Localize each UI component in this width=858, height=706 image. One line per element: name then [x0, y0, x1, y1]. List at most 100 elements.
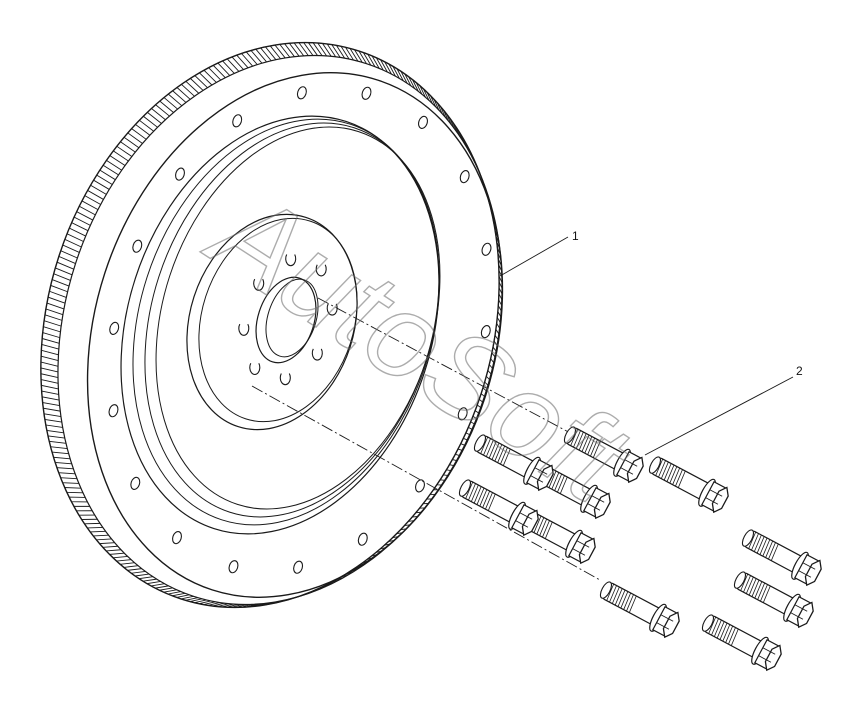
outer-bolt-hole	[232, 114, 243, 128]
gear-tooth	[43, 413, 62, 423]
thread-line	[497, 445, 506, 463]
gear-tooth	[52, 456, 72, 465]
gear-tooth	[40, 378, 59, 390]
gear-tooth	[66, 227, 86, 242]
thread-line	[762, 539, 771, 557]
gear-tooth	[59, 477, 79, 484]
gear-tooth	[71, 216, 91, 232]
thread-line	[551, 472, 560, 490]
gear-tooth	[231, 54, 249, 70]
thread-line	[482, 490, 491, 508]
gear-tooth	[45, 424, 64, 434]
outer-bolt-hole	[175, 167, 185, 181]
gear-tooth	[54, 261, 74, 276]
thread-line	[666, 464, 675, 482]
flywheel	[40, 41, 504, 609]
gear-tooth	[250, 48, 267, 64]
bolt-thread	[740, 573, 771, 603]
thread-line	[748, 578, 757, 596]
bolt-hex-head	[521, 509, 539, 537]
bolt-thread	[708, 616, 739, 646]
thread-line	[554, 473, 563, 491]
thread-line	[548, 470, 557, 488]
thread-line	[581, 434, 590, 452]
thread-line	[623, 592, 632, 610]
bolt	[648, 456, 729, 514]
ring-gear-root	[57, 54, 503, 606]
thread-line	[468, 483, 476, 501]
bolt-tip	[473, 434, 487, 452]
bolt-thread	[465, 481, 496, 511]
bolt-hex-head	[578, 537, 596, 565]
bolt-thread	[606, 583, 637, 613]
gear-tooth	[51, 273, 71, 287]
gear-tooth	[48, 284, 68, 298]
thread-line	[539, 518, 548, 536]
hex-edge	[798, 570, 812, 578]
bolt-thread	[570, 428, 601, 458]
gear-tooth	[316, 42, 332, 57]
bolt-hex-head	[764, 644, 782, 672]
thread-line	[722, 624, 731, 642]
thread-line	[491, 442, 500, 460]
thread-line	[557, 475, 565, 493]
thread-line	[768, 542, 776, 560]
hex-edge	[656, 622, 670, 630]
thread-line	[751, 579, 760, 597]
thread-line	[708, 616, 717, 634]
watermark: AutoSoft	[186, 161, 654, 530]
bolt	[733, 571, 814, 629]
bolt-hex-head	[796, 601, 814, 629]
thread-line	[570, 428, 579, 446]
thread-line	[628, 595, 637, 613]
gear-tooth	[41, 331, 60, 344]
outer-bolt-hole	[130, 476, 141, 490]
gear-tooth	[40, 343, 59, 356]
outer-bolt-hole	[293, 560, 304, 574]
gear-tooth	[87, 184, 107, 200]
flywheel-bolts	[458, 426, 822, 672]
outer-bolt-hole	[457, 407, 468, 421]
thread-line	[658, 460, 666, 478]
bolt	[473, 434, 554, 492]
thread-line	[573, 430, 581, 448]
thread-line	[770, 543, 779, 561]
callout-label-1: 1	[572, 229, 579, 243]
bolt-tip	[648, 456, 662, 474]
gear-tooth	[269, 44, 286, 60]
thread-line	[713, 619, 722, 637]
bolt-tip	[563, 426, 577, 444]
outer-bolt-hole	[296, 86, 307, 100]
thread-line	[542, 520, 550, 538]
thread-line	[719, 622, 728, 640]
gear-tooth	[46, 296, 66, 310]
outer-bolt-hole	[357, 532, 368, 546]
bolt-hex-head	[536, 464, 554, 492]
thread-line	[669, 466, 678, 484]
thread-line	[606, 583, 615, 601]
thread-line	[626, 594, 634, 612]
outer-bolt-hole	[172, 531, 182, 545]
outer-bolt-hole	[132, 239, 143, 253]
hex-edge	[576, 540, 590, 548]
thread-line	[617, 589, 626, 607]
outer-bolt-hole	[415, 479, 425, 493]
thread-line	[756, 536, 765, 554]
thread-line	[660, 461, 669, 479]
gear-tooth	[92, 174, 113, 190]
gear-tooth	[240, 51, 258, 67]
hex-edge	[519, 512, 533, 520]
gear-tooth	[42, 320, 62, 333]
thread-line	[725, 625, 734, 643]
gear-tooth	[307, 42, 323, 56]
callout-2: 2	[644, 364, 803, 456]
thread-line	[487, 493, 496, 511]
bolt	[701, 614, 782, 672]
gear-tooth	[44, 308, 64, 321]
gear-tooth	[105, 155, 126, 171]
thread-line	[753, 534, 762, 552]
friction-surface-step-1	[132, 118, 440, 526]
center-bore	[255, 276, 317, 364]
callout-1: 1	[499, 229, 579, 277]
bolt	[458, 479, 539, 537]
